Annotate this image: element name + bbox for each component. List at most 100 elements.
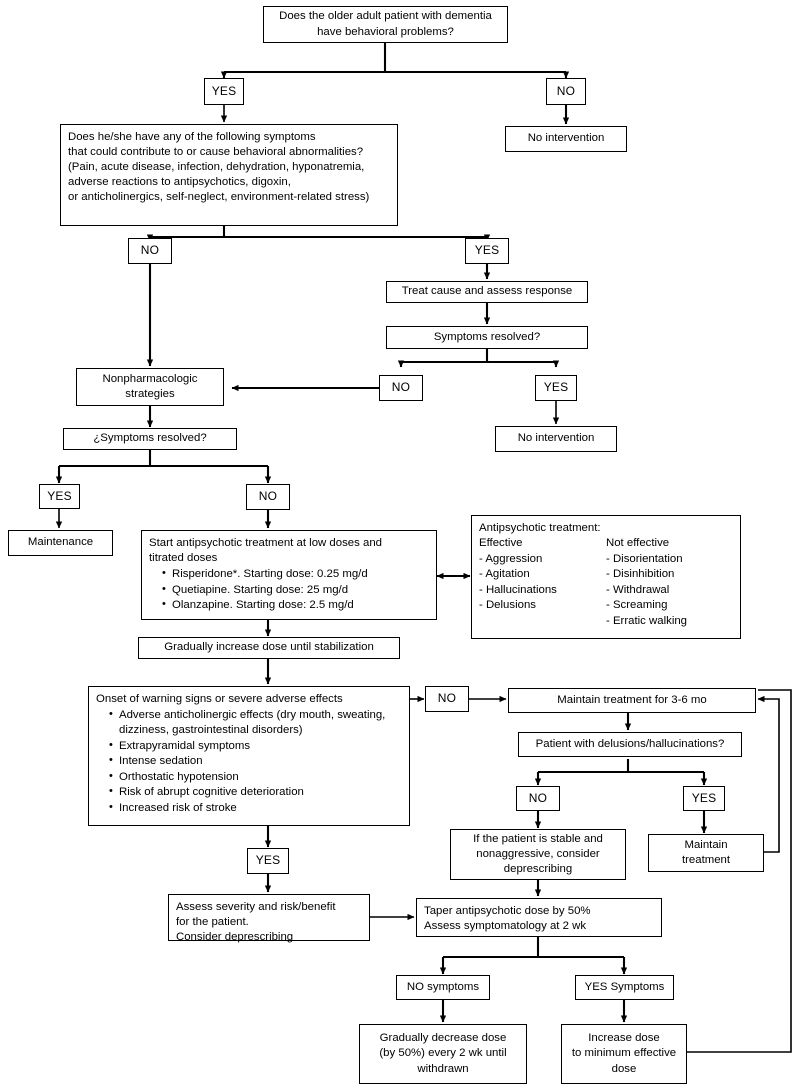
no-symptoms-text: NO symptoms	[406, 980, 480, 993]
no-intervention-text: No intervention	[527, 132, 605, 145]
list-item: Adverse anticholinergic effects (dry mou…	[109, 707, 402, 738]
stable-nonaggressive-text: If the patient is stable and nonaggressi…	[473, 832, 603, 876]
node-assess-severity[interactable]: Assess severity and risk/benefit for the…	[168, 894, 370, 943]
list-item: - Agitation	[479, 568, 530, 581]
node-no-intervention-1[interactable]: No intervention	[505, 126, 627, 152]
yes-label: YES	[255, 853, 281, 868]
node-no-symptoms-resolved-1[interactable]: NO	[379, 375, 423, 401]
assess-severity-line-3: Consider deprescribing	[176, 931, 294, 944]
list-item: Orthostatic hypotension	[109, 769, 402, 785]
symptoms-line-5: or anticholinergics, self-neglect, envir…	[68, 191, 370, 204]
node-start-antipsychotic[interactable]: Start antipsychotic treatment at low dos…	[141, 530, 437, 620]
node-gradually-decrease[interactable]: Gradually decrease dose (by 50%) every 2…	[359, 1024, 527, 1084]
yes-label: YES	[211, 83, 237, 98]
not-effective-header: Not effective	[606, 537, 670, 550]
node-delusions-question[interactable]: Patient with delusions/hallucinations?	[518, 732, 742, 757]
start-question-text: Does the older adult patient with dement…	[279, 10, 492, 38]
symptoms-resolved-text: ¿Symptoms resolved?	[93, 432, 207, 445]
effective-column: Effective - Aggression - Agitation - Hal…	[479, 536, 606, 629]
node-yes-symptoms-cause[interactable]: YES	[465, 238, 509, 264]
effective-header: Effective	[479, 537, 523, 550]
node-maintain-3-6-mo[interactable]: Maintain treatment for 3-6 mo	[508, 688, 756, 713]
maintain-treatment-text: Maintain treatment	[681, 838, 731, 866]
node-symptoms-question[interactable]: Does he/she have any of the following sy…	[60, 124, 398, 226]
list-item: Risk of abrupt cognitive deterioration	[109, 784, 402, 800]
list-item: - Hallucinations	[479, 583, 557, 596]
node-no-warning-signs[interactable]: NO	[425, 686, 469, 712]
node-yes-warning-signs[interactable]: YES	[247, 848, 289, 874]
warning-signs-list: Adverse anticholinergic effects (dry mou…	[96, 707, 402, 816]
node-no-intervention-2[interactable]: No intervention	[495, 426, 617, 452]
list-item: - Screaming	[606, 599, 668, 612]
node-warning-signs[interactable]: Onset of warning signs or severe adverse…	[88, 686, 410, 826]
warning-signs-header: Onset of warning signs or severe adverse…	[96, 693, 343, 705]
maintain-3-6-text: Maintain treatment for 3-6 mo	[557, 693, 707, 706]
list-item: Extrapyramidal symptoms	[109, 738, 402, 754]
node-yes-behavioral[interactable]: YES	[204, 78, 244, 105]
node-maintenance[interactable]: Maintenance	[8, 530, 113, 556]
antipsychotic-info-header: Antipsychotic treatment:	[479, 522, 601, 534]
no-label: NO	[258, 489, 278, 504]
node-symptoms-resolved-1[interactable]: Symptoms resolved?	[386, 326, 588, 349]
node-yes-symptoms-resolved-1[interactable]: YES	[535, 375, 577, 401]
node-stable-nonaggressive[interactable]: If the patient is stable and nonaggressi…	[450, 829, 626, 880]
not-effective-column: Not effective - Disorientation - Disinhi…	[606, 536, 733, 629]
yes-label: YES	[47, 488, 72, 503]
node-no-symptoms[interactable]: NO symptoms	[396, 975, 490, 1000]
list-item: - Delusions	[479, 599, 536, 612]
yes-label: YES	[474, 243, 500, 258]
node-start-question[interactable]: Does the older adult patient with dement…	[263, 6, 508, 43]
list-item: Increased risk of stroke	[109, 800, 402, 816]
start-antipsychotic-line-1: Start antipsychotic treatment at low dos…	[149, 537, 382, 549]
not-effective-list: - Disorientation - Disinhibition - Withd…	[606, 552, 733, 629]
node-nonpharmacologic[interactable]: Nonpharmacologic strategies	[76, 368, 224, 406]
nonpharmacologic-text: Nonpharmacologic strategies	[102, 372, 198, 400]
node-yes-symptoms[interactable]: YES Symptoms	[575, 975, 674, 1000]
taper-line-2: Assess symptomatology at 2 wk	[424, 920, 587, 933]
symptoms-line-2: that could contribute to or cause behavi…	[68, 146, 364, 159]
no-label: NO	[391, 380, 411, 395]
node-antipsychotic-info[interactable]: Antipsychotic treatment: Effective - Agg…	[471, 515, 741, 639]
list-item: Olanzapine. Starting dose: 2.5 mg/d	[162, 597, 429, 613]
node-no-symptoms-resolved-2[interactable]: NO	[246, 484, 290, 510]
node-maintain-treatment[interactable]: Maintain treatment	[648, 834, 764, 872]
list-item: Risperidone*. Starting dose: 0.25 mg/d	[162, 566, 429, 582]
effective-list: - Aggression - Agitation - Hallucination…	[479, 552, 606, 614]
assess-severity-line-1: Assess severity and risk/benefit	[176, 901, 336, 913]
delusions-question-text: Patient with delusions/hallucinations?	[535, 737, 725, 750]
no-label: NO	[556, 83, 576, 98]
node-increase-dose[interactable]: Increase dose to minimum effective dose	[561, 1024, 687, 1084]
start-antipsychotic-line-2: titrated doses	[149, 552, 218, 565]
yes-label: YES	[691, 790, 717, 805]
no-label: NO	[140, 243, 160, 258]
node-no-delusions[interactable]: NO	[516, 786, 560, 811]
assess-severity-line-2: for the patient.	[176, 916, 249, 929]
node-yes-symptoms-resolved-2[interactable]: YES	[39, 484, 80, 509]
antipsychotic-drug-list: Risperidone*. Starting dose: 0.25 mg/d Q…	[149, 566, 429, 613]
symptoms-line-1: Does he/she have any of the following sy…	[68, 131, 316, 143]
node-yes-delusions[interactable]: YES	[683, 786, 725, 811]
node-taper-dose[interactable]: Taper antipsychotic dose by 50% Assess s…	[416, 898, 662, 937]
gradually-decrease-text: Gradually decrease dose (by 50%) every 2…	[379, 1032, 507, 1075]
node-no-behavioral[interactable]: NO	[546, 78, 586, 105]
node-no-symptoms-cause[interactable]: NO	[128, 238, 172, 264]
node-treat-cause[interactable]: Treat cause and assess response	[386, 281, 588, 303]
no-intervention-text: No intervention	[517, 432, 595, 445]
list-item: - Withdrawal	[606, 583, 670, 596]
list-item: - Aggression	[479, 552, 543, 565]
node-symptoms-resolved-2[interactable]: ¿Symptoms resolved?	[63, 428, 237, 450]
treat-cause-text: Treat cause and assess response	[401, 285, 573, 298]
symptoms-resolved-text: Symptoms resolved?	[433, 330, 541, 343]
yes-label: YES	[543, 380, 569, 395]
yes-symptoms-text: YES Symptoms	[584, 980, 665, 993]
increase-dose-text: Increase dose to minimum effective dose	[571, 1032, 677, 1075]
taper-line-1: Taper antipsychotic dose by 50%	[424, 905, 591, 917]
symptoms-line-3: (Pain, acute disease, infection, dehydra…	[68, 161, 365, 174]
node-gradually-increase[interactable]: Gradually increase dose until stabilizat…	[138, 637, 400, 659]
list-item: Intense sedation	[109, 753, 402, 769]
list-item: - Disinhibition	[606, 568, 675, 581]
symptoms-line-4: adverse reactions to antipsychotics, dig…	[68, 176, 291, 189]
maintenance-text: Maintenance	[27, 536, 94, 549]
no-label: NO	[437, 691, 457, 706]
